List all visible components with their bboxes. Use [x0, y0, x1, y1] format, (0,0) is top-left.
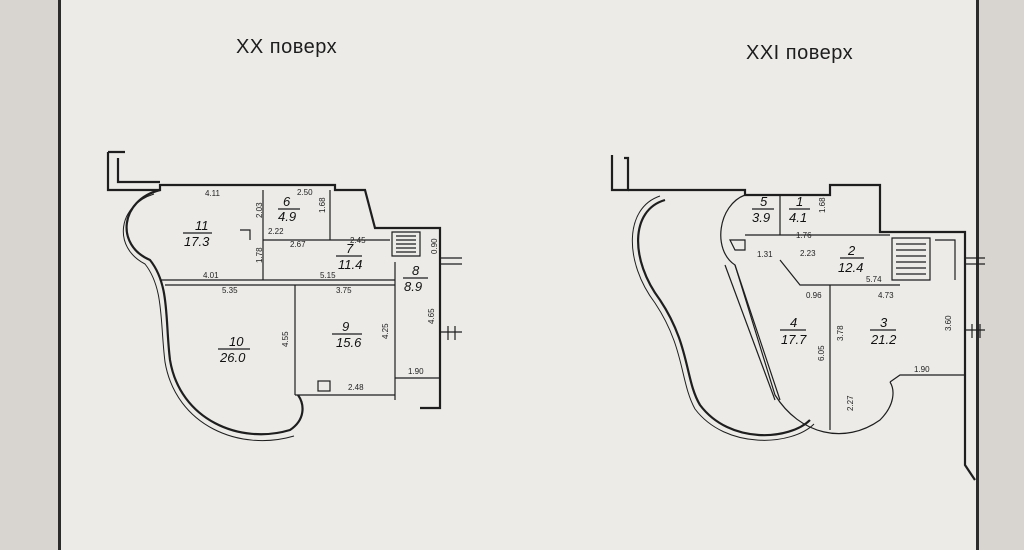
- dim-label: 4.25: [381, 323, 390, 339]
- dim-label: 2.23: [800, 249, 816, 258]
- dim-label: 4.01: [203, 271, 219, 280]
- room-area: 8.9: [404, 279, 422, 294]
- dim-label: 2.48: [348, 383, 364, 392]
- plan-sheet: [58, 0, 979, 550]
- stairs-xxi: [891, 237, 931, 281]
- dim-label: 2.50: [297, 188, 313, 197]
- room-number: 6: [283, 194, 291, 209]
- room-area: 3.9: [752, 210, 770, 225]
- room-number: 5: [760, 194, 768, 209]
- room-area: 4.9: [278, 209, 296, 224]
- room-number: 1: [796, 194, 803, 209]
- dim-label: 2.45: [350, 236, 366, 245]
- outer-wall-xxi: [628, 183, 976, 481]
- dim-label: 1.76: [796, 231, 812, 240]
- room-area: 11.4: [338, 257, 362, 272]
- dim-label: 5.35: [222, 286, 238, 295]
- stairs-xx: [391, 231, 421, 257]
- room-area: 21.2: [870, 332, 897, 347]
- floor-title-xxi: XXI поверх: [746, 42, 854, 64]
- room-number: 11: [195, 218, 209, 233]
- balcony-top-xx: [108, 150, 160, 184]
- room-number: 3: [880, 315, 888, 330]
- room-area: 12.4: [838, 260, 863, 275]
- room-area: 17.7: [781, 332, 807, 347]
- dim-label: 0.96: [806, 291, 822, 300]
- room-area: 4.1: [789, 210, 807, 225]
- room-number: 2: [847, 243, 856, 258]
- dim-label: 1.68: [818, 197, 827, 213]
- dim-label: 4.65: [427, 308, 436, 324]
- dim-label: 1.90: [914, 365, 930, 374]
- room-area: 17.3: [184, 234, 210, 249]
- dim-label: 2.03: [255, 202, 264, 218]
- dim-label: 6.05: [817, 345, 826, 361]
- room-area: 26.0: [219, 350, 246, 365]
- dim-label: 2.27: [846, 395, 855, 411]
- dim-label: 2.67: [290, 240, 306, 249]
- dim-label: 3.60: [944, 315, 953, 331]
- floor-plans: 4.11 2.50 2.03 1.68 2.22 2.67 2.45 0.90 …: [106, 150, 985, 481]
- balcony-top-xxi: [610, 155, 630, 192]
- dim-label: 5.15: [320, 271, 336, 280]
- room-area: 15.6: [336, 335, 362, 350]
- room-number: 10: [229, 334, 244, 349]
- dim-label: 1.31: [757, 250, 773, 259]
- dim-label: 3.78: [836, 325, 845, 341]
- dim-label: 1.90: [408, 367, 424, 376]
- curved-wall-xx: [125, 188, 304, 436]
- curved-wall-xxi: [637, 198, 811, 437]
- room-number: 7: [346, 241, 354, 256]
- dim-label: 0.90: [430, 238, 439, 254]
- dim-label: 4.73: [878, 291, 894, 300]
- room-number: 9: [342, 319, 349, 334]
- dim-label: 1.68: [318, 197, 327, 213]
- dim-label: 4.55: [281, 331, 290, 347]
- dim-label: 4.11: [205, 189, 221, 198]
- dim-label: 3.75: [336, 286, 352, 295]
- room-number: 4: [790, 315, 797, 330]
- dim-label: 2.22: [268, 227, 284, 236]
- floor-plan-xx: 4.11 2.50 2.03 1.68 2.22 2.67 2.45 0.90 …: [106, 150, 462, 442]
- outer-wall-xx: [106, 152, 442, 410]
- dim-label: 1.78: [255, 247, 264, 263]
- floor-title-xx: XX поверх: [236, 36, 338, 58]
- dim-label: 5.74: [866, 275, 882, 284]
- room-number: 8: [412, 263, 420, 278]
- floor-plan-xxi: 1.68 1.76 1.31 2.23 5.74 0.96 4.73 6.05 …: [610, 155, 985, 481]
